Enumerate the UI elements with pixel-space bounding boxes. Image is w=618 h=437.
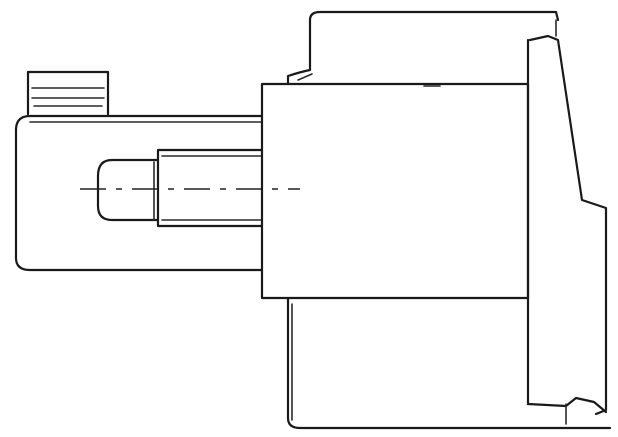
- upper-housing: [286, 10, 560, 86]
- rear-housing: [14, 114, 264, 272]
- lower-housing: [286, 296, 612, 430]
- latch-tab: [26, 70, 110, 116]
- main-body: [260, 82, 530, 300]
- end-flange: [526, 19, 608, 425]
- center-pin: [96, 148, 264, 228]
